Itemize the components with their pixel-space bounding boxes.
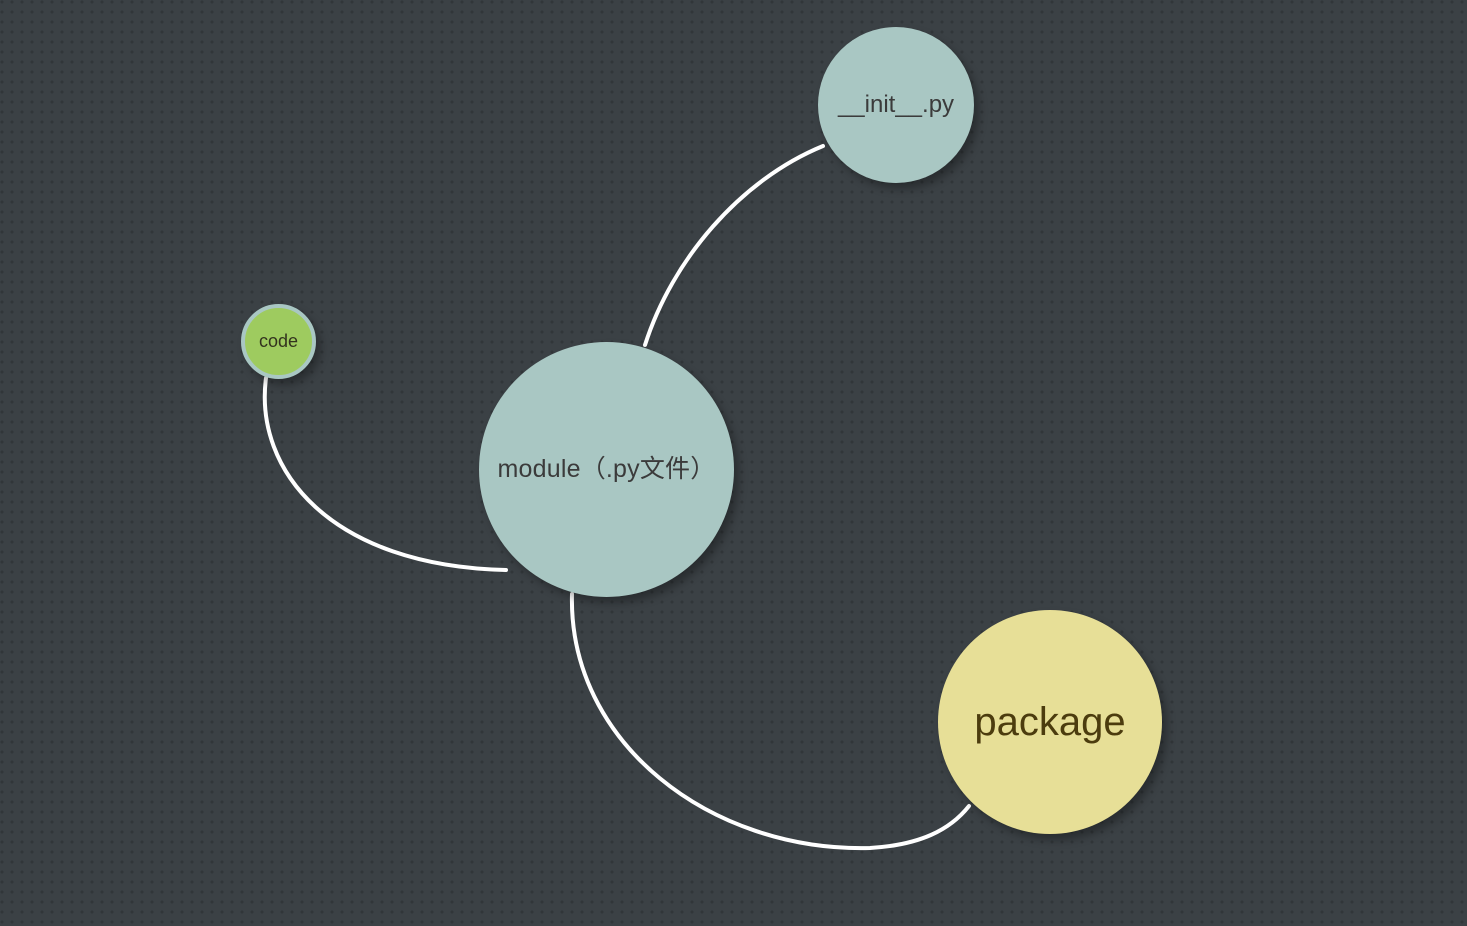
edge-code-to-module[interactable]	[262, 376, 508, 572]
edge-module-to-init[interactable]	[643, 144, 825, 347]
node-init-py-label: __init__.py	[837, 90, 955, 118]
edge-module-to-package[interactable]	[569, 592, 971, 851]
node-init-py[interactable]: __init__.py	[818, 27, 974, 183]
node-module-label: module（.py文件）	[497, 454, 716, 483]
node-package[interactable]: package	[938, 610, 1162, 834]
node-code[interactable]: code	[241, 304, 316, 379]
node-module[interactable]: module（.py文件）	[479, 342, 734, 597]
node-code-label: code	[258, 330, 299, 351]
node-package-label: package	[974, 700, 1126, 744]
